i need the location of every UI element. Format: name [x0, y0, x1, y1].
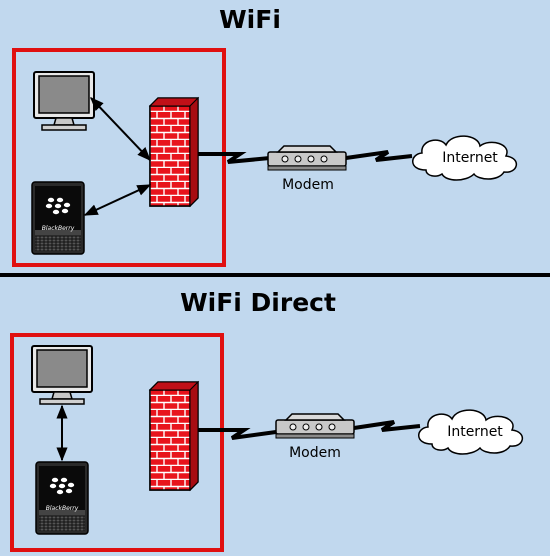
phone-brand-label: BlackBerry: [46, 505, 79, 512]
lan-boundary-box: [10, 333, 224, 552]
modem-label: Modem: [289, 445, 341, 461]
lightning-link-icon: [345, 150, 413, 162]
phone-brand-label: BlackBerry: [42, 225, 75, 232]
monitor-firewall-arrow: [90, 96, 151, 162]
phone-icon: [31, 181, 85, 255]
modem-icon: [275, 413, 355, 439]
firewall-icon: [149, 97, 199, 207]
lightning-link-icon: [353, 420, 421, 432]
monitor-icon: [33, 71, 95, 131]
modem-label: Modem: [282, 177, 334, 193]
wifi-title: WiFi: [219, 5, 281, 34]
lan-boundary-box: [12, 48, 226, 267]
modem-icon: [267, 145, 347, 171]
phone-icon: [35, 461, 89, 535]
internet-label: Internet: [442, 150, 498, 166]
monitor-icon: [31, 345, 93, 405]
lightning-link-icon: [198, 152, 271, 164]
firewall-icon: [149, 381, 199, 491]
section-divider: [0, 273, 550, 277]
internet-label: Internet: [447, 424, 503, 440]
lightning-link-icon: [198, 428, 277, 440]
phone-firewall-arrow: [83, 184, 152, 216]
wifi-direct-title: WiFi Direct: [180, 288, 336, 317]
